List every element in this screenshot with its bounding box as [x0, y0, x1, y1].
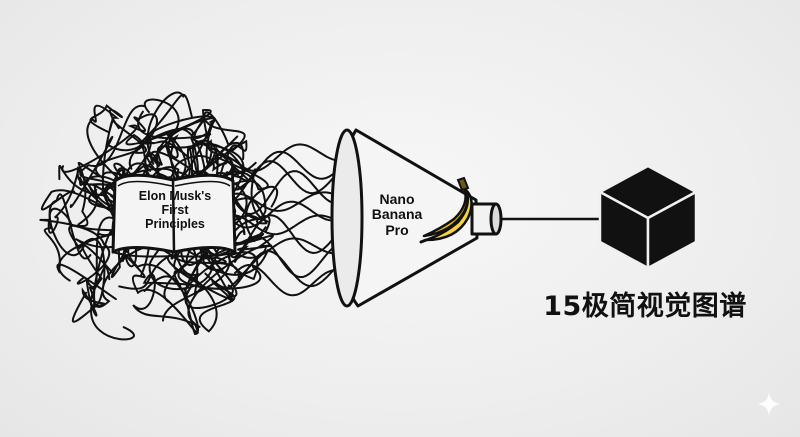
funnel-label-line: Nano — [379, 191, 415, 207]
brain-scribble — [81, 266, 135, 341]
open-book-icon — [111, 173, 237, 258]
book-label-line: Elon Musk's — [138, 189, 212, 203]
brain-scribble — [48, 193, 138, 282]
brain-scribble — [61, 113, 158, 209]
funnel-label: Nano Banana Pro — [352, 191, 442, 238]
book-label: Elon Musk's First Principles — [120, 189, 230, 231]
cube-icon — [598, 164, 698, 270]
sparkle-icon — [757, 392, 781, 416]
funnel-label-line: Pro — [385, 221, 409, 238]
book-label-line: Principles — [145, 216, 205, 231]
brain-scribble — [39, 166, 111, 285]
brain-scribble — [86, 104, 155, 203]
brain-scribble — [174, 171, 274, 258]
book-label-line: First — [161, 202, 189, 217]
funnel-label-line: Banana — [371, 206, 423, 223]
banana-icon — [419, 176, 473, 244]
brain-scribble — [68, 161, 106, 323]
brain-scribble — [165, 229, 236, 333]
brain-scribble — [117, 150, 221, 201]
output-caption: 15极简视觉图谱 — [543, 291, 747, 322]
